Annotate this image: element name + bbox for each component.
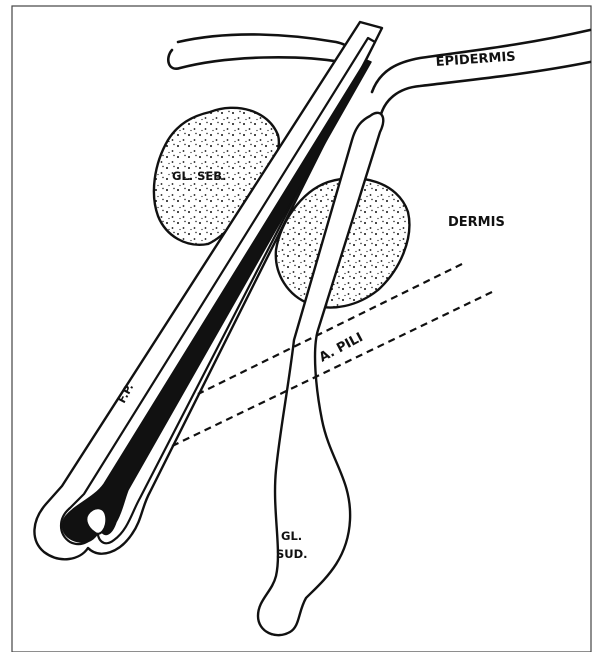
label-a-pili: A. PILI: [317, 330, 366, 365]
label-gl-seb: GL. SEB.: [172, 169, 226, 183]
label-epidermis: EPIDERMIS: [435, 49, 516, 70]
label-gl-sud-line1: GL.: [281, 529, 302, 543]
epidermis-right-outline: [372, 30, 590, 118]
label-gl-sud-line2: SUD.: [276, 547, 308, 561]
label-dermis: DERMIS: [448, 215, 505, 230]
